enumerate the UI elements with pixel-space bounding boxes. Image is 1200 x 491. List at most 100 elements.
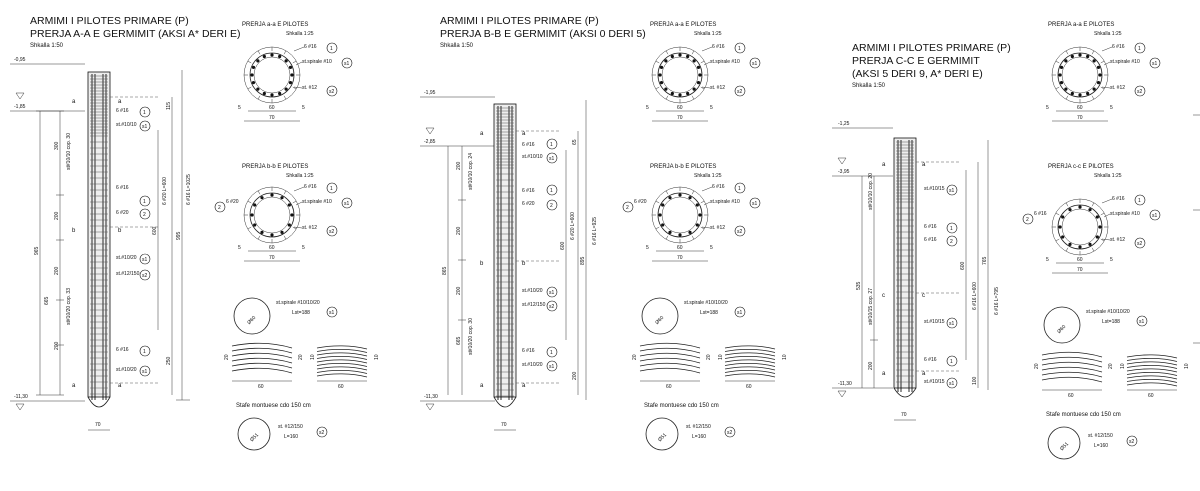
- elevation-bottom: -11,30: [14, 394, 28, 400]
- svg-text:c: c: [882, 293, 885, 299]
- svg-text:65: 65: [572, 139, 578, 145]
- svg-text:865: 865: [442, 266, 448, 275]
- svg-text:60: 60: [338, 384, 344, 390]
- svg-text:10: 10: [310, 354, 316, 360]
- level-triangle-icon: [15, 92, 25, 100]
- title-line-1: ARMIMI I PILOTES PRIMARE (P): [440, 15, 599, 27]
- svg-text:st#10/15 cop. 27: st#10/15 cop. 27: [868, 288, 874, 325]
- svg-text:60: 60: [269, 245, 275, 251]
- svg-text:Shkalla 1:25: Shkalla 1:25: [286, 173, 314, 179]
- svg-text:5: 5: [1046, 105, 1049, 111]
- svg-text:60: 60: [1077, 257, 1083, 263]
- svg-text:st. #12: st. #12: [1110, 237, 1125, 243]
- svg-text:535: 535: [856, 281, 862, 290]
- level-triangle-icon: [425, 127, 435, 135]
- level-triangle-icon: [837, 157, 847, 165]
- svg-text:s1: s1: [949, 188, 955, 194]
- svg-text:70: 70: [269, 255, 275, 261]
- elevation-mid: -3,95: [838, 169, 850, 175]
- svg-text:5: 5: [710, 105, 713, 111]
- svg-text:st. #12/150: st. #12/150: [278, 424, 303, 430]
- svg-text:Lst=188: Lst=188: [292, 310, 310, 316]
- svg-text:s1: s1: [1139, 319, 1145, 325]
- svg-text:895: 895: [580, 256, 586, 265]
- svg-text:2: 2: [626, 205, 629, 211]
- svg-text:s2: s2: [737, 229, 743, 235]
- svg-text:6 #20 L=600: 6 #20 L=600: [162, 177, 168, 205]
- svg-text:5: 5: [710, 245, 713, 251]
- cross-sections: PRERJA a-a E PILOTES Shkalla 1:25 6 #16 1 st…: [214, 22, 1161, 274]
- svg-text:6 #20: 6 #20: [634, 199, 647, 205]
- svg-text:6 #16: 6 #16: [924, 357, 937, 363]
- svg-text:60: 60: [258, 384, 264, 390]
- section-title: PRERJA b-b E PILOTES: [242, 164, 308, 170]
- svg-text:6 #16: 6 #16: [116, 347, 129, 353]
- svg-text:st.#10/20: st.#10/20: [522, 362, 543, 368]
- svg-text:6 #16: 6 #16: [1034, 211, 1047, 217]
- svg-text:s1: s1: [329, 310, 335, 316]
- svg-text:1: 1: [1138, 198, 1141, 204]
- svg-text:s2: s2: [737, 89, 743, 95]
- svg-text:20: 20: [706, 354, 712, 360]
- svg-text:a: a: [882, 162, 886, 168]
- svg-text:60: 60: [677, 105, 683, 111]
- svg-text:1: 1: [738, 186, 741, 192]
- svg-text:s1: s1: [344, 61, 350, 67]
- pile-toe: [87, 396, 111, 408]
- svg-text:600: 600: [960, 261, 966, 270]
- svg-text:200: 200: [456, 161, 462, 170]
- svg-text:2: 2: [143, 212, 146, 218]
- svg-text:a: a: [72, 383, 76, 389]
- svg-text:b: b: [480, 261, 484, 267]
- svg-text:6 #16: 6 #16: [522, 188, 535, 194]
- svg-text:s2: s2: [319, 430, 325, 436]
- svg-text:70: 70: [1077, 267, 1083, 273]
- svg-text:s1: s1: [1152, 213, 1158, 219]
- svg-text:6 #20 L=600: 6 #20 L=600: [570, 212, 576, 240]
- svg-text:5: 5: [646, 245, 649, 251]
- svg-text:6 #16: 6 #16: [924, 224, 937, 230]
- svg-text:s2: s2: [329, 89, 335, 95]
- scale-label: Shkalla 1:50: [852, 83, 886, 89]
- svg-text:1: 1: [550, 350, 553, 356]
- svg-text:st.spirale #10/10/20: st.spirale #10/10/20: [276, 300, 320, 306]
- svg-text:5: 5: [1110, 257, 1113, 263]
- svg-text:s2: s2: [1129, 439, 1135, 445]
- svg-text:6 #16 L=925: 6 #16 L=925: [592, 217, 598, 245]
- svg-text:6 #20: 6 #20: [522, 201, 535, 207]
- svg-text:st#10/20 cop. 33: st#10/20 cop. 33: [66, 288, 72, 325]
- svg-text:6 #16: 6 #16: [1112, 44, 1125, 50]
- svg-text:6 #16: 6 #16: [304, 184, 317, 190]
- title-line-1: ARMIMI I PILOTES PRIMARE (P): [30, 15, 189, 27]
- svg-text:st.spirale #10/10/20: st.spirale #10/10/20: [1086, 309, 1130, 315]
- svg-text:st#10/10 cop. 20: st#10/10 cop. 20: [868, 173, 874, 210]
- svg-text:st. #12: st. #12: [302, 85, 317, 91]
- svg-text:s1: s1: [949, 321, 955, 327]
- svg-text:st.#10/15: st.#10/15: [924, 186, 945, 192]
- svg-text:st. #12: st. #12: [1110, 85, 1125, 91]
- svg-text:6 #16 L=1025: 6 #16 L=1025: [186, 174, 192, 205]
- section-title: PRERJA a-a E PILOTES: [242, 22, 308, 28]
- svg-text:200: 200: [456, 286, 462, 295]
- pile-shaft: [893, 137, 917, 389]
- svg-text:200: 200: [54, 341, 60, 350]
- svg-text:s2: s2: [549, 304, 555, 310]
- svg-text:1: 1: [330, 186, 333, 192]
- svg-text:6 #16: 6 #16: [116, 108, 129, 114]
- svg-text:st#10/20 cop. 30: st#10/20 cop. 30: [468, 318, 474, 355]
- svg-text:Ø60: Ø60: [654, 315, 665, 326]
- pile-drawing-cc: ARMIMI I PILOTES PRIMARE (P) PRERJA C-C …: [832, 42, 1011, 421]
- svg-text:250: 250: [166, 356, 172, 365]
- svg-text:Shkalla 1:25: Shkalla 1:25: [1094, 173, 1122, 179]
- svg-text:Shkalla 1:25: Shkalla 1:25: [286, 31, 314, 37]
- svg-text:20: 20: [224, 354, 230, 360]
- svg-text:965: 965: [34, 246, 40, 255]
- svg-text:70: 70: [677, 115, 683, 121]
